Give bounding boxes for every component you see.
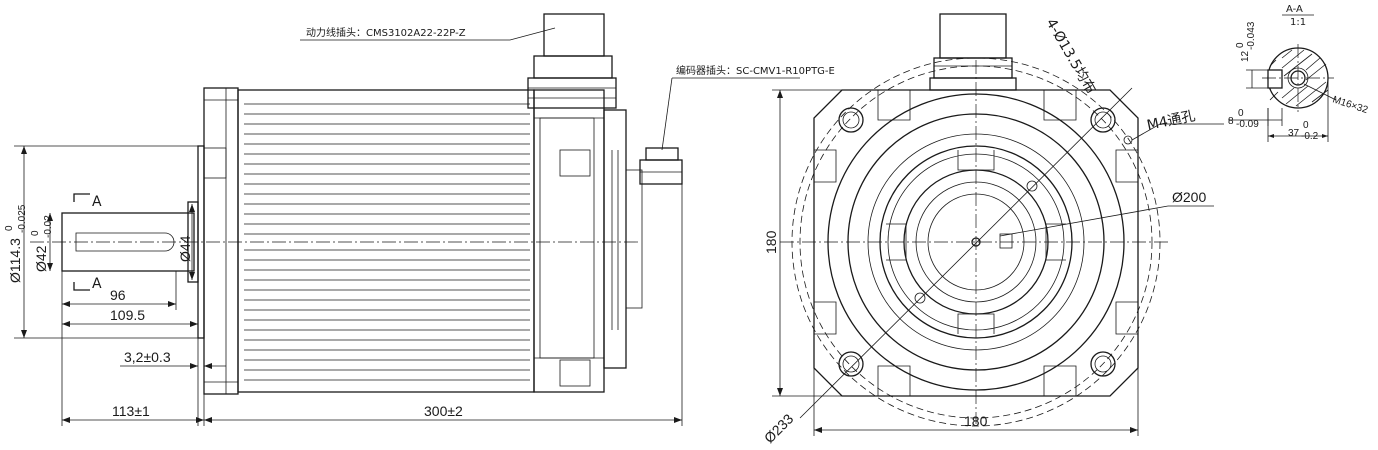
dim-shaft-tol: -0.02 <box>43 215 54 238</box>
dim-key-8-tol: -0.09 <box>1236 119 1259 130</box>
motor-body <box>237 89 535 393</box>
dim-shaft-96: 96 <box>110 287 126 303</box>
dim-flange-tol-up: 0 <box>4 225 15 231</box>
dim-shaft-dia: Ø42 <box>33 245 49 272</box>
dim-flange-dia: Ø114.3 <box>7 238 23 283</box>
encoder-connector-label: 编码器插头：SC-CMV1-R10PTG-E <box>676 64 835 77</box>
dim-body-300: 300±2 <box>424 403 463 419</box>
section-title: A-A <box>1286 4 1303 15</box>
dim-front-180-v: 180 <box>763 230 779 254</box>
cooling-fins <box>244 103 530 381</box>
dim-key-12-tol: -0.043 <box>1246 21 1257 50</box>
encoder-housing <box>603 109 627 369</box>
holes-label: 4-Ø13.5均布 <box>1043 16 1099 97</box>
power-connector-label: 动力线插头：CMS3102A22-22P-Z <box>306 26 466 39</box>
dim-key-8-tol-up: 0 <box>1238 108 1244 119</box>
dim-step-32: 3,2±0.3 <box>124 349 171 365</box>
m4-hole-label: M4通孔 <box>1146 108 1197 134</box>
dim-shaft-109: 109.5 <box>110 307 145 323</box>
section-hatch <box>1269 49 1329 107</box>
dim-key-12-tol-up: 0 <box>1235 42 1246 48</box>
dim-outer-233: Ø233 <box>761 410 797 446</box>
dim-shaft-113: 113±1 <box>112 403 150 419</box>
mounting-holes <box>838 107 1133 377</box>
dim-thread: M16×32 <box>1331 94 1369 116</box>
square-flange <box>813 89 1139 397</box>
section-scale: 1:1 <box>1290 17 1306 28</box>
dim-key-8: 8 <box>1228 116 1234 127</box>
front-view: 180 180 Ø200 Ø233 4-Ø13.5均布 M4通孔 <box>761 13 1224 446</box>
dim-shaft-tol-up: 0 <box>30 230 41 236</box>
dim-shaft-d44: Ø44 <box>177 235 193 262</box>
dim-key-37: 37 <box>1288 128 1300 139</box>
rear-cap <box>533 89 605 393</box>
section-mark-top: A <box>92 194 102 210</box>
keyway <box>75 232 175 252</box>
dim-pcd-200: Ø200 <box>1172 189 1206 205</box>
dim-key-37-tol: -0.2 <box>1301 131 1319 142</box>
section-mark-bottom: A <box>92 276 102 292</box>
dim-key-12: 12 <box>1240 50 1251 62</box>
power-connector-shape <box>527 13 617 109</box>
dim-front-180-h: 180 <box>964 413 988 429</box>
dim-key-37-tol-up: 0 <box>1303 120 1309 131</box>
encoder-connector-shape <box>639 147 683 185</box>
dim-flange-tol: -0.025 <box>17 204 28 233</box>
side-view: 动力线插头：CMS3102A22-22P-Z 编码器插头：SC-CMV1-R10… <box>4 13 835 426</box>
section-aa: A-A 1:1 <box>1228 4 1370 142</box>
